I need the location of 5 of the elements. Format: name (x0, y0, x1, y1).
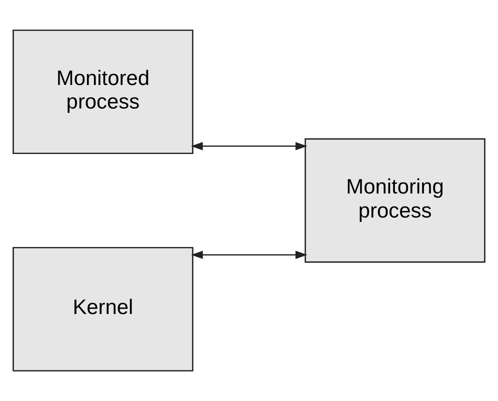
node-box: Monitoring process (304, 138, 486, 263)
arrow (191, 142, 308, 150)
node-box: Kernel (12, 247, 194, 372)
node-box: Monitored process (12, 30, 194, 154)
arrow (191, 250, 308, 259)
